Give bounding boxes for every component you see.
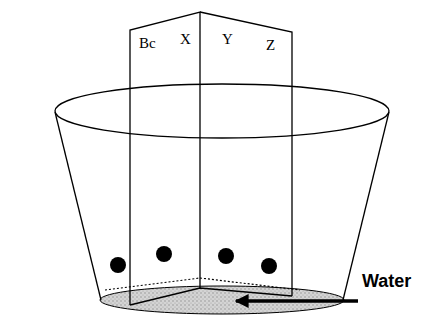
water-label: Water [362,272,411,290]
panel-label: X [180,32,191,47]
dot [110,246,277,274]
panel-label: Bc [139,36,156,51]
panel-label: Y [222,32,233,47]
panel-label: Z [266,38,275,53]
dotted-line [105,278,300,290]
pot-rim [55,84,389,138]
pot-wall [55,112,101,300]
partition [130,12,292,305]
water-arrow [236,299,358,303]
